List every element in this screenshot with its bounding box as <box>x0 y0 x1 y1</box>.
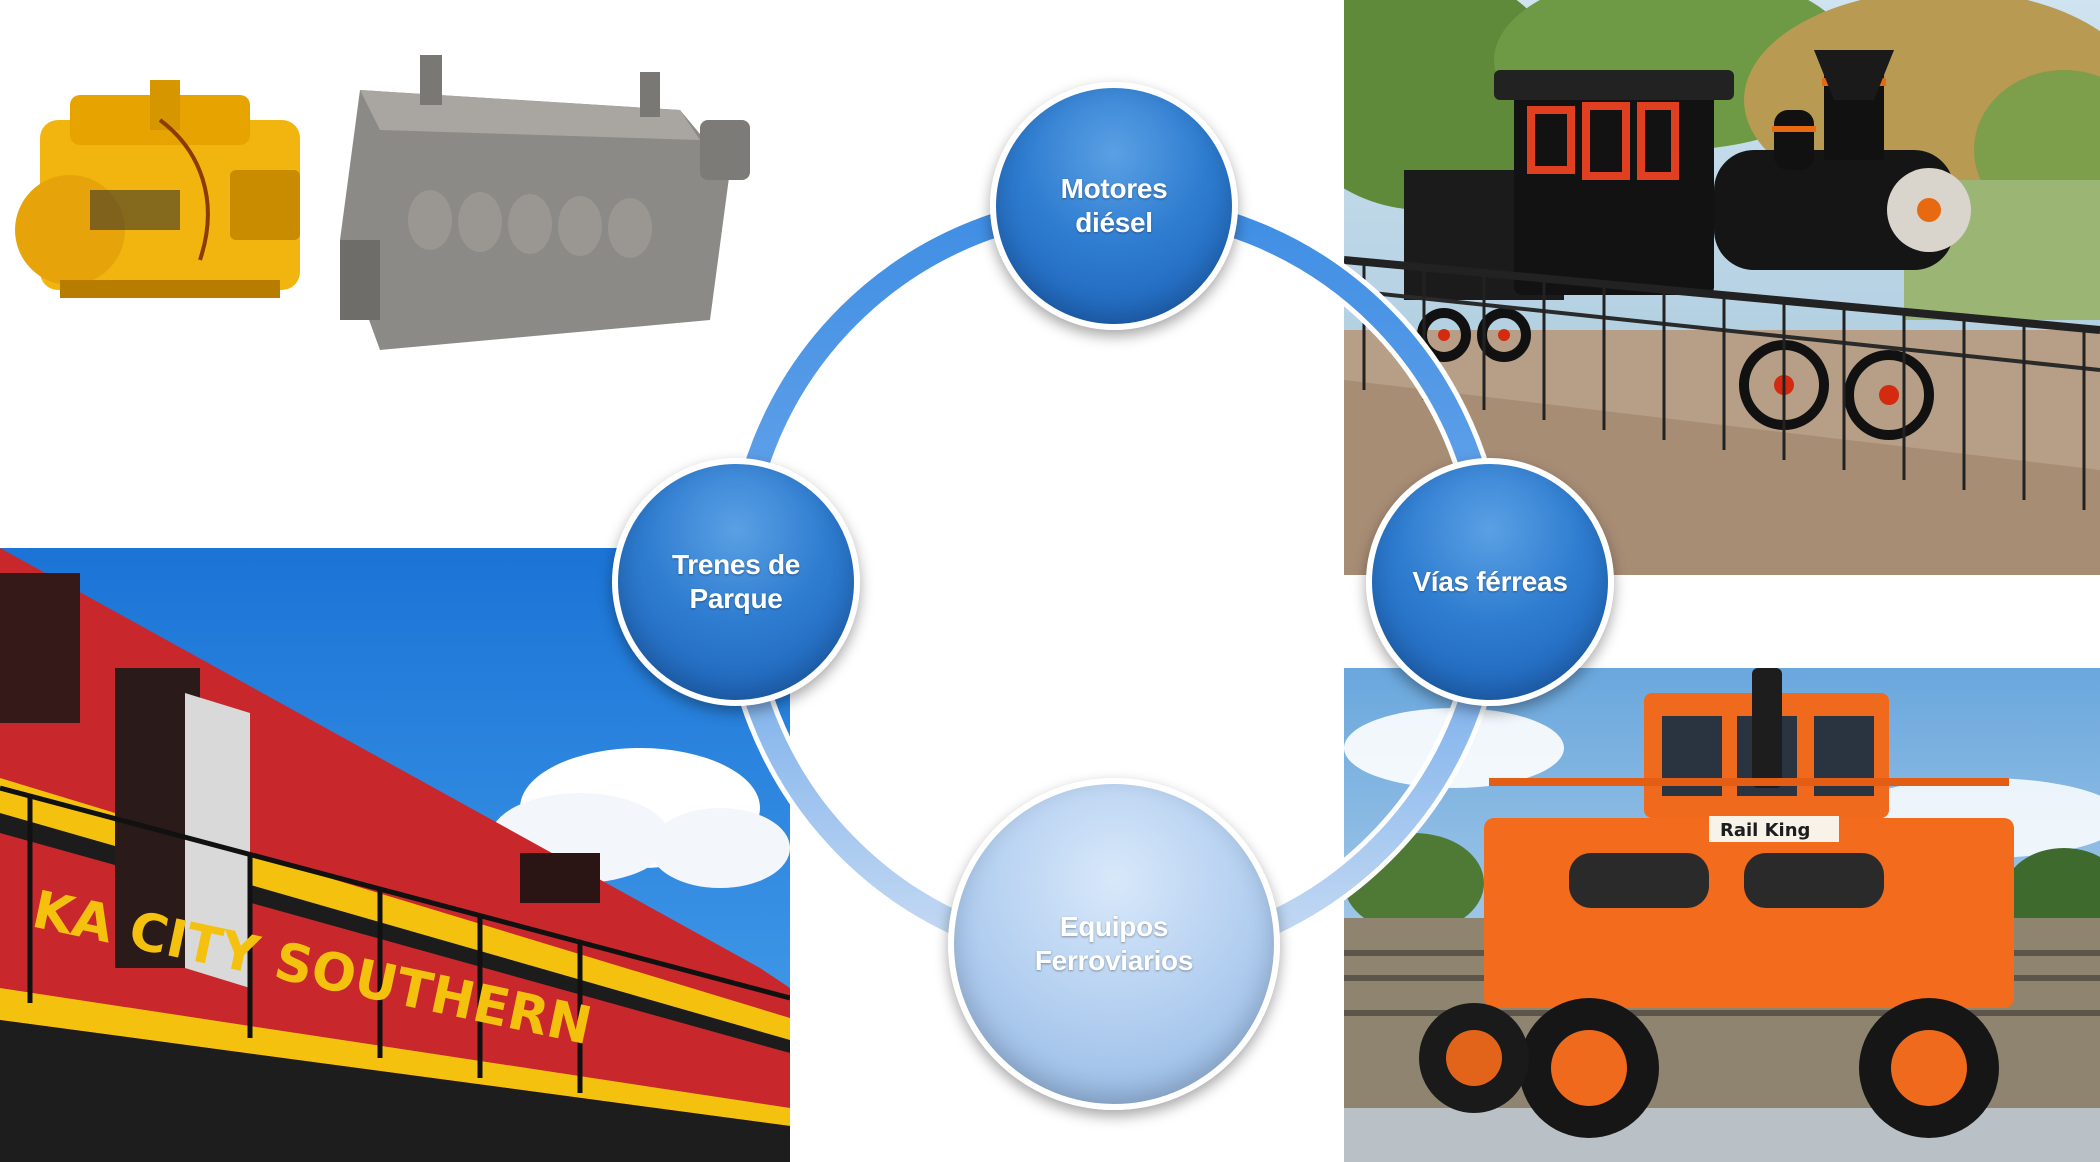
node-trenes-de-parque: Trenes de Parque <box>612 458 860 706</box>
node-motores-diesel: Motores diésel <box>990 82 1238 330</box>
node-label: Equipos Ferroviarios <box>1034 911 1194 976</box>
rail-king-badge: Rail King <box>1720 820 1810 841</box>
node-label: Motores diésel <box>1060 173 1168 238</box>
node-label: Vías férreas <box>1412 566 1568 598</box>
node-vias-ferreas: Vías férreas <box>1366 458 1614 706</box>
node-equipos-ferroviarios: Equipos Ferroviarios <box>948 778 1280 1110</box>
node-label: Trenes de Parque <box>671 549 801 614</box>
locomotive-photo: KA CITY SOUTHERN <box>0 548 790 1162</box>
rail-king-vehicle-photo: Rail King <box>1344 668 2100 1162</box>
diesel-engines-photo <box>0 0 780 380</box>
